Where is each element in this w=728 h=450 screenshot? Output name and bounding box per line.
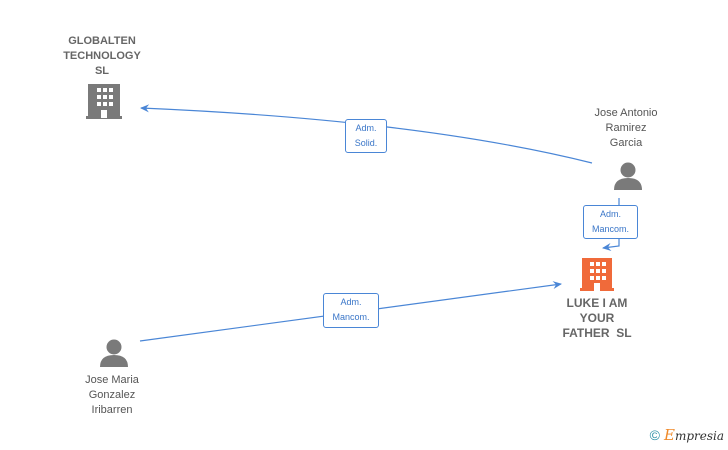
person-icon — [614, 162, 642, 190]
edge-jose-antonio-to-globalten — [140, 104, 593, 164]
node-label-jose-antonio: Jose Antonio Ramirez Garcia — [594, 107, 658, 149]
edge-label-adm-mancom: Adm. Mancom. — [583, 205, 638, 239]
empresia-logo: Empresia — [663, 426, 724, 444]
edge-label-adm-mancom: Adm. Mancom. — [323, 293, 379, 328]
building-icon — [86, 84, 122, 119]
copyright-icon: © — [649, 427, 660, 443]
node-label-jose-maria: Jose Maria Gonzalez Iribarren — [85, 374, 139, 416]
node-label-globalten: GLOBALTEN TECHNOLOGY SL — [63, 35, 141, 77]
edge-label-adm-solid: Adm. Solid. — [345, 119, 387, 153]
node-label-luke: LUKE I AM YOUR FATHER SL — [562, 296, 632, 340]
building-focus-icon — [580, 258, 614, 291]
person-icon — [100, 339, 128, 367]
empresia-watermark: © Empresia — [650, 426, 724, 444]
